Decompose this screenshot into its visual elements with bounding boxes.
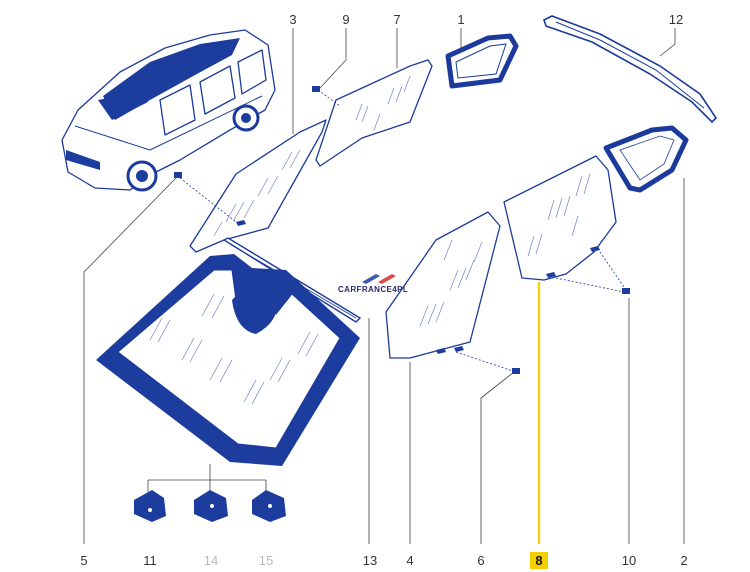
callout-9[interactable]: 9 <box>342 12 349 27</box>
part-2-quarter-glass[interactable] <box>603 125 689 193</box>
callout-15[interactable]: 15 <box>259 553 273 568</box>
callout-5[interactable]: 5 <box>80 553 87 568</box>
part-11-clip[interactable] <box>134 490 166 522</box>
callout-2[interactable]: 2 <box>680 553 687 568</box>
callout-10[interactable]: 10 <box>622 553 636 568</box>
fastener-9 <box>312 86 320 92</box>
leader-lines <box>83 28 685 544</box>
carfrance-watermark-logo: CARFRANCE4PL <box>338 274 408 294</box>
part-7-door-glass[interactable] <box>315 59 433 167</box>
callout-4[interactable]: 4 <box>406 553 413 568</box>
callout-6[interactable]: 6 <box>477 553 484 568</box>
callout-8[interactable]: 8 <box>535 553 542 568</box>
callout-7[interactable]: 7 <box>393 12 400 27</box>
callout-numbers: 3 9 7 1 12 5 11 14 15 13 4 6 8 10 2 <box>80 12 687 568</box>
fastener-5 <box>174 172 182 178</box>
callout-12[interactable]: 12 <box>669 12 683 27</box>
callout-3[interactable]: 3 <box>289 12 296 27</box>
part-12-trim-strip[interactable] <box>543 15 718 124</box>
part-3-front-door-glass[interactable] <box>189 119 327 253</box>
part-8-rear-glass[interactable] <box>503 155 617 281</box>
part-5-windscreen[interactable] <box>96 254 360 466</box>
part-14-clip[interactable] <box>194 490 228 522</box>
callout-11[interactable]: 11 <box>143 553 157 568</box>
callout-1[interactable]: 1 <box>457 12 464 27</box>
part-15-clip[interactable] <box>252 490 286 522</box>
part-4-rear-door-glass[interactable] <box>385 211 501 359</box>
vehicle-illustration <box>61 29 276 192</box>
part-1-quarter-glass[interactable] <box>445 33 519 89</box>
callout-8-highlight <box>530 552 548 569</box>
callout-13[interactable]: 13 <box>363 553 377 568</box>
callout-14[interactable]: 14 <box>204 553 218 568</box>
svg-text:CARFRANCE4PL: CARFRANCE4PL <box>338 285 408 294</box>
